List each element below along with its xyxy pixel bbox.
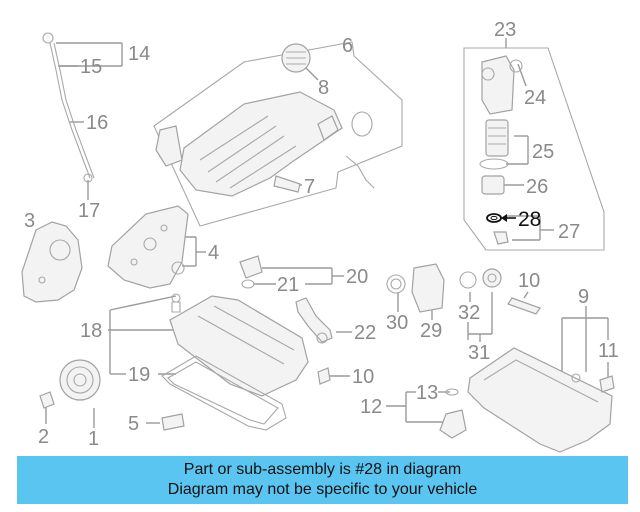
callout-5: 5	[128, 413, 139, 435]
callout-14: 14	[128, 43, 150, 65]
callout-24: 24	[524, 87, 546, 109]
callout-27: 27	[558, 221, 580, 243]
callout-26: 26	[526, 176, 548, 198]
callout-23: 23	[494, 19, 516, 41]
dipstick	[42, 32, 95, 179]
callout-8: 8	[318, 77, 329, 99]
callout-25: 25	[532, 141, 554, 163]
dipstick-seal	[83, 173, 93, 183]
callout-22: 22	[354, 322, 376, 344]
callout-10-lower: 10	[352, 366, 374, 388]
callout-13: 13	[416, 382, 438, 404]
banner-line-part-number: Part or sub-assembly is #28 in diagram	[183, 461, 462, 478]
callout-19: 19	[128, 364, 150, 386]
valve-cover	[169, 293, 309, 397]
crank-pulley	[59, 359, 101, 401]
callout-16: 16	[86, 112, 108, 134]
pulley-bolt	[39, 391, 55, 409]
intake-manifold	[155, 43, 375, 197]
pcv-hose-22	[295, 297, 333, 344]
callout-labels: 14 15 16 17 3 4 6 8 7 20 21 18 22 19 10 …	[24, 19, 619, 450]
engine-front-cover	[107, 205, 189, 289]
callout-17: 17	[78, 200, 100, 222]
callout-29: 29	[420, 320, 442, 342]
callout-31: 31	[468, 342, 490, 364]
drain-plug-27	[493, 231, 509, 245]
callout-12: 12	[360, 396, 382, 418]
seals-31-32	[459, 268, 502, 289]
banner-line-disclaimer: Diagram may not be specific to your vehi…	[167, 481, 478, 498]
callout-4: 4	[208, 242, 219, 264]
stud-10b	[317, 367, 331, 385]
parts-diagram: 14 15 16 17 3 4 6 8 7 20 21 18 22 19 10 …	[21, 19, 619, 453]
callout-18: 18	[80, 320, 102, 342]
bolt-5	[161, 413, 185, 431]
callout-15: 15	[80, 56, 102, 78]
callout-7: 7	[304, 176, 315, 198]
callout-30: 30	[386, 312, 408, 334]
callout-6: 6	[342, 35, 353, 57]
callout-2: 2	[38, 426, 49, 448]
oil-filter-box	[463, 47, 605, 251]
part-28-oring	[486, 213, 516, 223]
callout-11: 11	[598, 340, 619, 362]
info-banner: Part or sub-assembly is #28 in diagram D…	[17, 456, 628, 504]
timing-cover	[21, 221, 83, 303]
grommet-20-21	[239, 255, 263, 289]
callout-32: 32	[458, 302, 480, 324]
sensor-10a	[507, 297, 541, 315]
callout-1: 1	[88, 428, 99, 450]
oil-pan	[467, 347, 615, 453]
callout-10-upper: 10	[518, 270, 540, 292]
valve-cover-gasket	[161, 355, 287, 431]
callout-21: 21	[277, 274, 299, 296]
callout-9: 9	[578, 286, 589, 308]
oil-filter-housing	[479, 55, 523, 195]
callout-3: 3	[24, 210, 35, 232]
oil-cooler-29	[386, 263, 445, 313]
oil-level-sensor	[439, 388, 467, 439]
callout-20: 20	[346, 266, 368, 288]
callout-28-highlighted: 28	[518, 208, 541, 231]
